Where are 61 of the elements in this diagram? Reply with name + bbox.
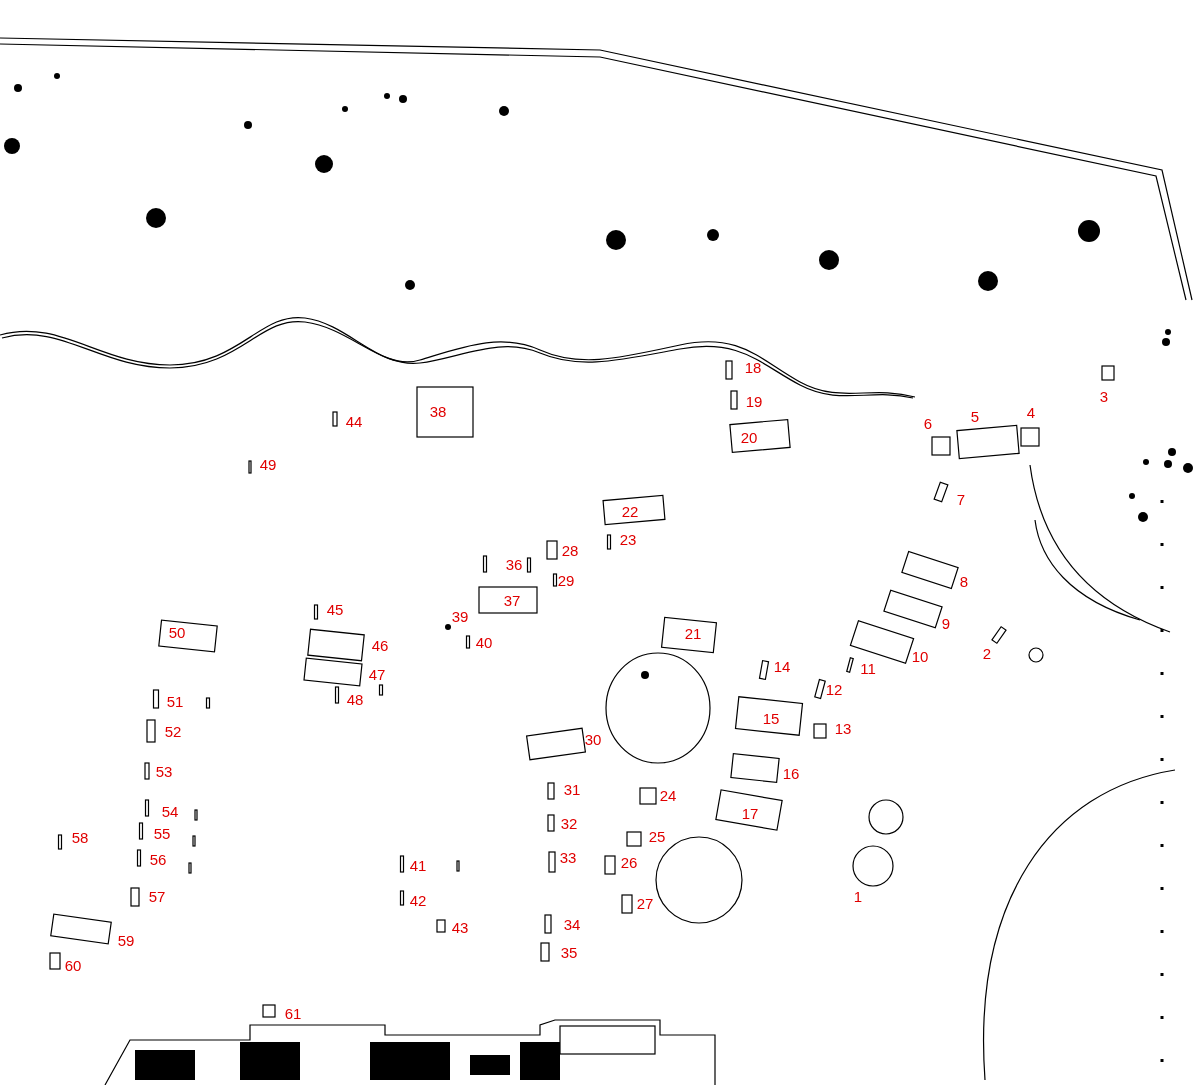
callout-number: 10 [911, 648, 929, 664]
callout-number: 45 [326, 601, 344, 617]
callout-number: 52 [164, 723, 182, 739]
callout-number: 57 [148, 888, 166, 904]
callout-number: 11 [860, 660, 876, 676]
callout-number: 47 [368, 666, 386, 682]
callout-number: 30 [584, 731, 602, 747]
callout-number: 7 [956, 491, 966, 507]
callout-number: 22 [621, 503, 639, 519]
callout-number: 13 [834, 720, 852, 736]
callout-number: 41 [409, 857, 427, 873]
callout-number: 54 [161, 803, 179, 819]
callout-number: 1 [853, 888, 863, 904]
callout-number: 24 [659, 787, 677, 803]
callout-number: 55 [153, 825, 171, 841]
callout-number: 58 [71, 829, 89, 845]
callout-number: 37 [503, 592, 521, 608]
callout-number: 14 [773, 658, 791, 674]
callout-number: 2 [982, 645, 992, 661]
callout-number: 53 [155, 763, 173, 779]
callout-number: 49 [259, 456, 277, 472]
callout-number: 40 [475, 634, 493, 650]
callout-number: 29 [557, 572, 575, 588]
callout-number: 23 [619, 531, 637, 547]
callout-number: 19 [745, 393, 763, 409]
callout-number: 15 [762, 710, 780, 726]
callout-number: 21 [684, 625, 702, 641]
callout-number: 27 [636, 895, 654, 911]
callout-number: 20 [740, 429, 758, 445]
callout-number: 39 [451, 608, 469, 624]
callout-number: 38 [429, 403, 447, 419]
callout-number: 32 [560, 815, 578, 831]
callout-number: 18 [744, 359, 762, 375]
callout-number: 51 [166, 693, 184, 709]
callout-number: 17 [741, 805, 759, 821]
callout-number: 59 [117, 932, 135, 948]
callout-number: 61 [284, 1005, 302, 1021]
callout-number: 42 [409, 892, 427, 908]
callout-number: 28 [561, 542, 579, 558]
callout-number: 56 [149, 851, 167, 867]
callout-number: 34 [563, 916, 581, 932]
callout-number: 44 [345, 413, 363, 429]
callout-number: 3 [1099, 388, 1109, 404]
callout-number: 6 [923, 415, 933, 431]
callout-number: 48 [346, 691, 364, 707]
callout-number: 26 [620, 854, 638, 870]
callout-number: 25 [648, 828, 666, 844]
callout-number: 43 [451, 919, 469, 935]
callout-number: 50 [168, 624, 186, 640]
callout-number: 35 [560, 944, 578, 960]
callout-number: 36 [505, 556, 523, 572]
callout-number: 60 [64, 957, 82, 973]
callout-number: 9 [941, 615, 951, 631]
callout-number: 46 [371, 637, 389, 653]
callout-number: 16 [782, 765, 800, 781]
callout-number: 8 [959, 573, 969, 589]
callout-number: 4 [1026, 404, 1036, 420]
callout-number: 12 [825, 681, 843, 697]
callout-number: 33 [559, 849, 577, 865]
callout-number: 31 [563, 781, 581, 797]
callout-number: 5 [970, 408, 980, 424]
